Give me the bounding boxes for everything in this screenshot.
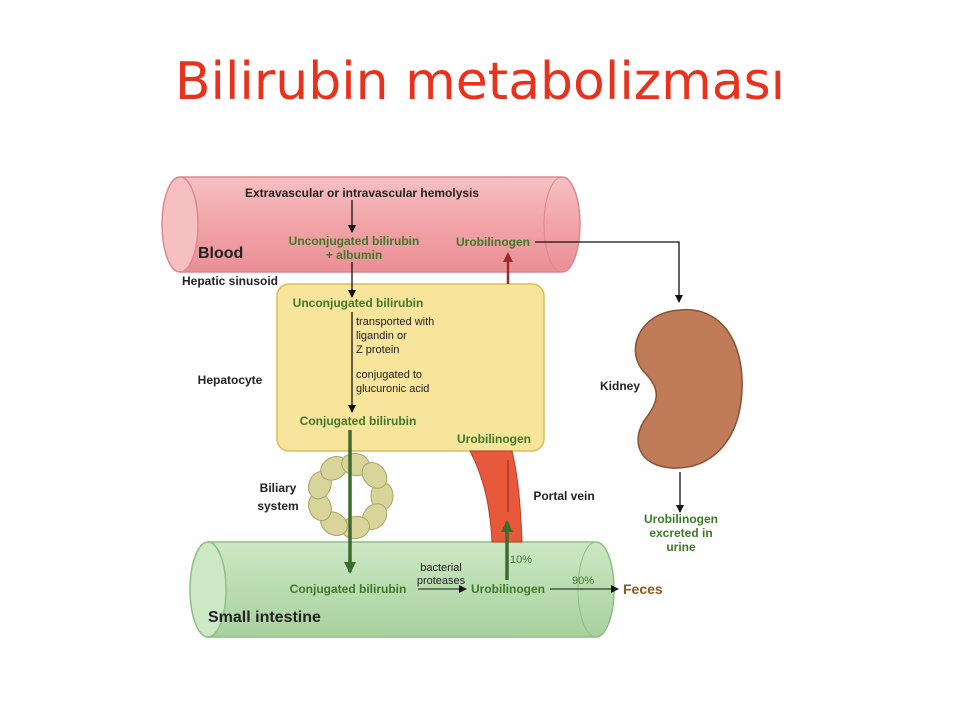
hepatic-sinusoid-label: Hepatic sinusoid <box>182 274 278 288</box>
pct-10-label: 10% <box>510 554 532 566</box>
intestine-conjugated: Conjugated bilirubin <box>290 582 407 596</box>
bacterial-line2: proteases <box>417 575 466 587</box>
kidney-label: Kidney <box>600 379 640 393</box>
conj-line2: glucuronic acid <box>356 383 429 395</box>
transport-line2: ligandin or <box>356 330 407 342</box>
portal-vein-label: Portal vein <box>533 489 594 503</box>
transport-line3: Z protein <box>356 344 399 356</box>
biliary-cell <box>361 462 388 489</box>
blood-unconj-line1: Unconjugated bilirubin <box>289 234 420 248</box>
blood-urobilinogen: Urobilinogen <box>456 235 530 249</box>
hepatocyte-urobilinogen: Urobilinogen <box>457 432 531 446</box>
portal-vein <box>469 450 523 543</box>
blood-unconj-line2: + albumin <box>326 248 382 262</box>
blood-vessel <box>161 176 581 273</box>
biliary-line1: Biliary <box>260 481 297 495</box>
small-intestine <box>189 541 615 638</box>
hepatocyte-unconjugated: Unconjugated bilirubin <box>293 296 424 310</box>
feces-label: Feces <box>623 581 663 597</box>
transport-line1: transported with <box>356 316 434 328</box>
page-title: Bilirubin metabolizması <box>174 52 786 112</box>
kidney-excreted-line2: excreted in <box>649 526 712 540</box>
kidney-shape <box>634 309 743 469</box>
small-intestine-label: Small intestine <box>208 609 321 626</box>
hepatocyte-conjugated: Conjugated bilirubin <box>300 414 417 428</box>
pct-90-label: 90% <box>572 575 594 587</box>
hepatocyte-label: Hepatocyte <box>198 373 263 387</box>
arrow-blood-to-kidney <box>535 241 683 303</box>
kidney-excreted-line3: urine <box>666 540 696 554</box>
bacterial-line1: bacterial <box>420 562 462 574</box>
intestine-urobilinogen: Urobilinogen <box>471 582 545 596</box>
conj-line1: conjugated to <box>356 369 422 381</box>
biliary-line2: system <box>257 499 298 513</box>
kidney-excreted-line1: Urobilinogen <box>644 512 718 526</box>
blood-label: Blood <box>198 245 243 262</box>
hepatocyte-box <box>276 283 545 452</box>
hemolysis-label: Extravascular or intravascular hemolysis <box>245 186 479 200</box>
